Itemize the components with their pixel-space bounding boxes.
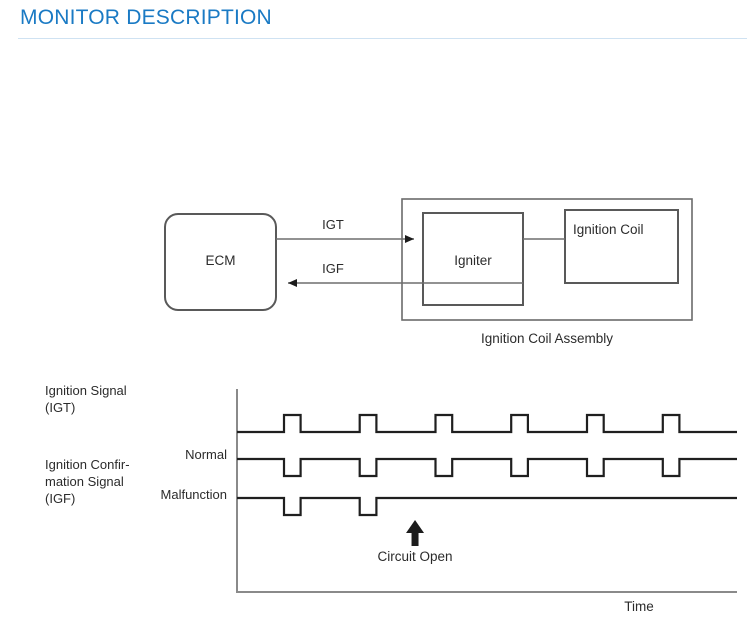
ignition-coil-box [564, 209, 679, 284]
igf-row-label-line2: mation Signal [45, 474, 124, 489]
diagram-canvas: ECM Igniter Ignition Coil IGT IGF Igniti… [45, 198, 737, 614]
igniter-label: Igniter [454, 253, 492, 268]
igf-row-label-line3: (IGF) [45, 491, 75, 506]
normal-condition-label: Normal [185, 447, 227, 462]
igt-row-label-line1: Ignition Signal [45, 383, 127, 398]
circuit-open-annotation: Circuit Open [378, 520, 453, 564]
monitor-description-figure: ECM Igniter Ignition Coil IGT IGF Igniti… [0, 44, 747, 631]
chart-axes [236, 389, 737, 593]
ecm-box [164, 213, 277, 311]
ignition-coil-assembly-label: Ignition Coil Assembly [481, 331, 613, 346]
igniter-box [422, 212, 524, 306]
page-header: MONITOR DESCRIPTION [0, 0, 747, 44]
malfunction-condition-label: Malfunction [161, 487, 227, 502]
igt-row-label-line2: (IGT) [45, 400, 75, 415]
igf-wire-label: IGF [322, 261, 344, 276]
header-divider [18, 38, 747, 39]
igf-row-label-line1: Ignition Confir- [45, 457, 130, 472]
igf-normal-waveform [237, 457, 737, 478]
igt-wire-label: IGT [322, 217, 344, 232]
circuit-open-label: Circuit Open [378, 549, 453, 564]
block-diagram-group: ECM Igniter Ignition Coil IGT IGF Igniti… [164, 198, 693, 346]
igf-malfunction-waveform [237, 496, 737, 517]
page-title: MONITOR DESCRIPTION [20, 6, 272, 29]
circuit-open-arrow-icon [406, 520, 425, 546]
timing-chart-group: Ignition Signal (IGT) Ignition Confir- m… [45, 383, 737, 614]
time-axis-label: Time [624, 599, 654, 614]
ignition-coil-label: Ignition Coil [573, 222, 644, 237]
ecm-label: ECM [206, 253, 236, 268]
igt-waveform [237, 413, 737, 434]
